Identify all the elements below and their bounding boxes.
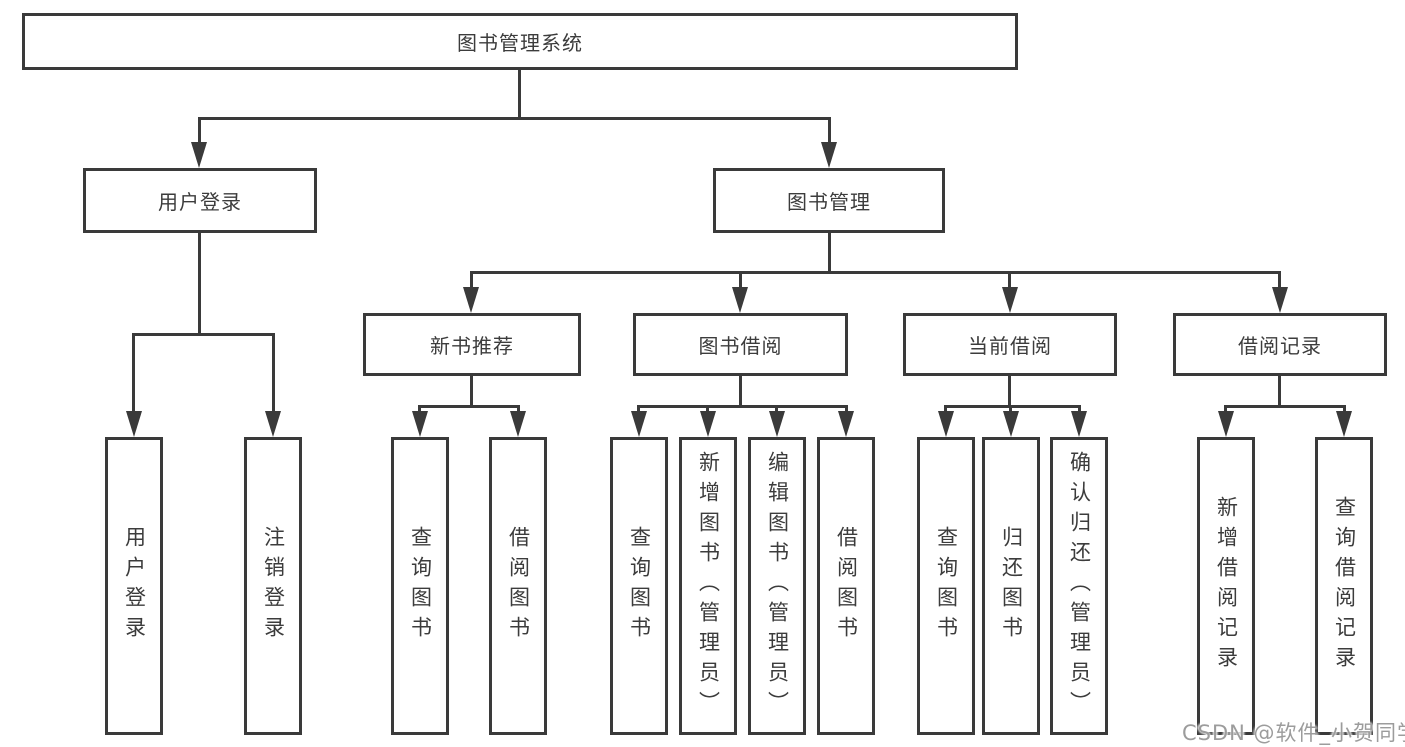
leaf-edit-books-admin: 编辑图书（管理员） bbox=[748, 437, 806, 735]
leaf-query-books-recommendation: 查询图书 bbox=[391, 437, 449, 735]
arrowhead-down-icon bbox=[631, 411, 647, 437]
arrowhead-down-icon bbox=[510, 411, 526, 437]
connector-line bbox=[198, 233, 201, 336]
arrowhead-down-icon bbox=[1272, 287, 1288, 313]
connector-line bbox=[132, 333, 135, 415]
connector-line bbox=[272, 333, 275, 415]
connector-line bbox=[1343, 405, 1346, 415]
leaf-logout: 注销登录 bbox=[244, 437, 302, 735]
csdn-watermark: CSDN @软件_小贺同学 bbox=[1182, 721, 1405, 745]
leaf-query-books-current: 查询图书 bbox=[917, 437, 975, 735]
arrowhead-down-icon bbox=[838, 411, 854, 437]
arrowhead-down-icon bbox=[1003, 411, 1019, 437]
connector-line bbox=[198, 117, 831, 120]
connector-line bbox=[418, 405, 520, 408]
connector-line bbox=[1224, 405, 1346, 408]
arrowhead-down-icon bbox=[1071, 411, 1087, 437]
connector-line bbox=[470, 376, 473, 408]
connector-line bbox=[1008, 271, 1011, 291]
leaf-add-books-admin: 新增图书（管理员） bbox=[679, 437, 737, 735]
connector-line bbox=[944, 405, 1081, 408]
connector-line bbox=[1078, 405, 1081, 415]
leaf-add-borrow-record: 新增借阅记录 bbox=[1197, 437, 1255, 735]
arrowhead-down-icon bbox=[265, 411, 281, 437]
connector-line bbox=[1278, 271, 1281, 291]
connector-line bbox=[1009, 405, 1012, 415]
connector-line bbox=[637, 405, 640, 415]
leaf-query-borrow-record: 查询借阅记录 bbox=[1315, 437, 1373, 735]
node-book-borrowing: 图书借阅 bbox=[633, 313, 848, 376]
connector-line bbox=[739, 376, 742, 408]
arrowhead-down-icon bbox=[821, 142, 837, 168]
connector-line bbox=[198, 117, 201, 146]
connector-line bbox=[637, 405, 848, 408]
connector-line bbox=[470, 271, 1281, 274]
connector-line bbox=[944, 405, 947, 415]
leaf-return-books: 归还图书 bbox=[982, 437, 1040, 735]
connector-line bbox=[418, 405, 421, 415]
arrowhead-down-icon bbox=[412, 411, 428, 437]
connector-line bbox=[1224, 405, 1227, 415]
arrowhead-down-icon bbox=[1218, 411, 1234, 437]
leaf-confirm-return-admin: 确认归还（管理员） bbox=[1050, 437, 1108, 735]
leaf-borrow-books-borrowing: 借阅图书 bbox=[817, 437, 875, 735]
node-new-book-recommendation: 新书推荐 bbox=[363, 313, 581, 376]
connector-line bbox=[517, 405, 520, 415]
arrowhead-down-icon bbox=[732, 287, 748, 313]
node-borrowing-records: 借阅记录 bbox=[1173, 313, 1387, 376]
leaf-user-login: 用户登录 bbox=[105, 437, 163, 735]
connector-line bbox=[132, 333, 275, 336]
arrowhead-down-icon bbox=[191, 142, 207, 168]
arrowhead-down-icon bbox=[938, 411, 954, 437]
node-current-borrowing: 当前借阅 bbox=[903, 313, 1117, 376]
connector-line bbox=[1008, 376, 1011, 408]
node-user-login: 用户登录 bbox=[83, 168, 317, 233]
leaf-query-books-borrowing: 查询图书 bbox=[610, 437, 668, 735]
node-book-management: 图书管理 bbox=[713, 168, 945, 233]
connector-line bbox=[518, 70, 521, 118]
node-library-management-system: 图书管理系统 bbox=[22, 13, 1018, 70]
arrowhead-down-icon bbox=[126, 411, 142, 437]
connector-line bbox=[828, 117, 831, 146]
connector-line bbox=[845, 405, 848, 415]
connector-line bbox=[775, 405, 778, 415]
arrowhead-down-icon bbox=[1002, 287, 1018, 313]
arrowhead-down-icon bbox=[700, 411, 716, 437]
connector-line bbox=[470, 271, 473, 291]
connector-line bbox=[828, 233, 831, 273]
arrowhead-down-icon bbox=[463, 287, 479, 313]
connector-line bbox=[1278, 376, 1281, 408]
leaf-borrow-books-recommendation: 借阅图书 bbox=[489, 437, 547, 735]
connector-line bbox=[739, 271, 742, 291]
arrowhead-down-icon bbox=[769, 411, 785, 437]
arrowhead-down-icon bbox=[1336, 411, 1352, 437]
connector-line bbox=[706, 405, 709, 415]
